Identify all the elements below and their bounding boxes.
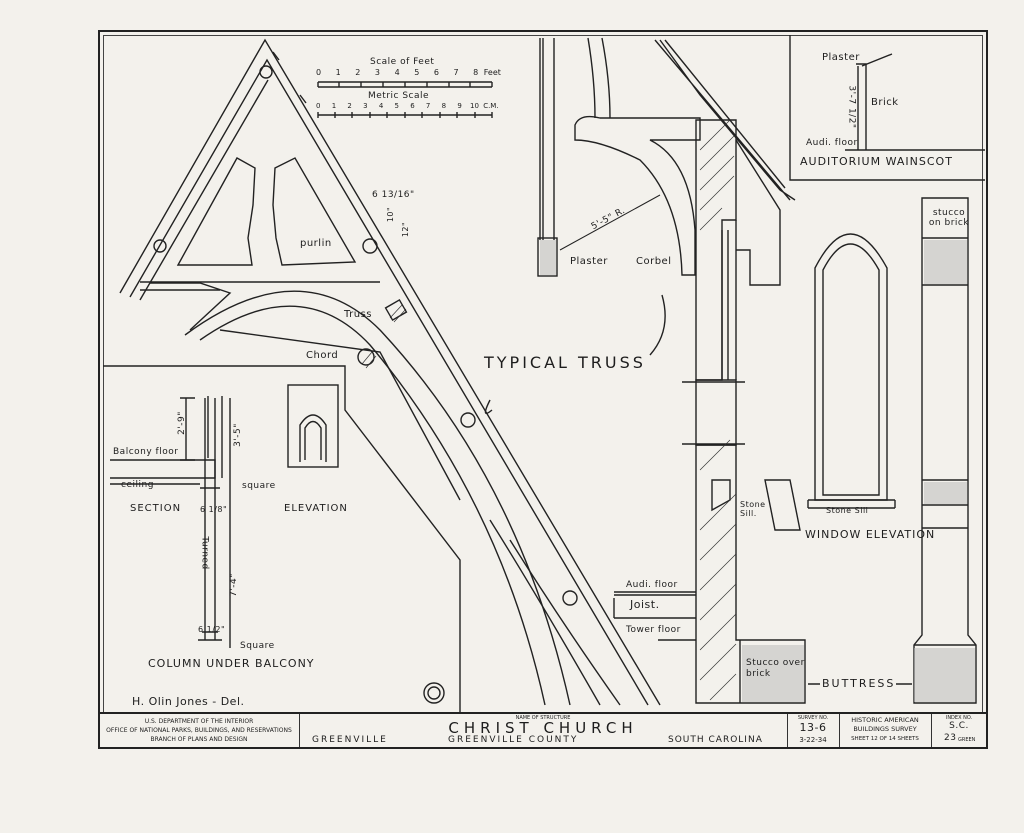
- stone-sill-label: Stone Sill.: [740, 500, 766, 518]
- section-title: Section: [130, 503, 182, 514]
- dim-label: 10": [386, 206, 396, 223]
- arch-chord-outer: [184, 290, 571, 706]
- stucco-band-upper: [924, 240, 967, 284]
- dim-label: 12": [401, 221, 411, 238]
- title-block: U.S. Department of the Interior Office o…: [98, 712, 988, 749]
- stucco-over-brick-label: Stucco over brick: [746, 658, 805, 679]
- index-no-label: Index No.: [945, 715, 973, 721]
- wainscot-section: [845, 53, 985, 151]
- survey-cell: Survey No. 13-6 3-22-34: [788, 714, 840, 747]
- wall-upper: [695, 119, 737, 381]
- structure-name: Christ Church: [448, 719, 638, 737]
- name-of-structure-label: Name of Structure: [515, 715, 571, 721]
- habs-line: Buildings Survey: [853, 725, 917, 733]
- wainscot-brick-label: Brick: [871, 97, 899, 108]
- dim-label: 6 13/16": [372, 190, 415, 200]
- agency-line: Office of National Parks, Buildings, and…: [106, 727, 292, 734]
- agency-cell: U.S. Department of the Interior Office o…: [100, 714, 300, 747]
- survey-no-label: Survey No.: [797, 715, 829, 721]
- audi-floor-label: Audi. floor: [626, 580, 678, 590]
- truss-rafter-outer: [119, 38, 661, 706]
- chord-label: Chord: [306, 350, 339, 361]
- balcony-floor: [110, 459, 216, 479]
- tower-floor-label: Tower floor: [626, 625, 681, 635]
- arch-chord-inner: [199, 305, 546, 706]
- wainscot-plaster-label: Plaster: [822, 52, 860, 63]
- buttress-label: Buttress: [822, 677, 896, 690]
- dim-label: 6 1/8": [200, 505, 228, 514]
- metric-scale-title: Metric Scale: [368, 91, 430, 101]
- metric-scale-bar: [317, 112, 493, 118]
- index-cell: Index No. S.C. 23 Green: [932, 714, 986, 747]
- truss-panel-right: [272, 157, 357, 266]
- typical-truss-title: Typical Truss: [484, 353, 646, 372]
- tick: 4: [394, 68, 400, 77]
- agency-line: Branch of Plans and Design: [150, 736, 248, 743]
- habs-line: Historic American: [851, 716, 919, 724]
- tick: 8: [473, 68, 479, 77]
- window-elevation-title: Window Elevation: [805, 528, 936, 541]
- ceiling-label: ceiling: [121, 480, 154, 490]
- delineator-signature: H. Olin Jones - Del.: [132, 695, 245, 708]
- dim-label: 3'-5": [232, 423, 243, 447]
- city: Greenville: [312, 735, 388, 745]
- index-state: S.C.: [949, 721, 969, 731]
- index-no: 23: [944, 733, 957, 743]
- wall-lower: [695, 444, 806, 704]
- tick: 6: [433, 68, 439, 77]
- stucco-on-brick-label: stucco on brick: [928, 208, 970, 228]
- auditorium-wainscot-title: Auditorium Wainscot: [800, 155, 953, 168]
- window-elevation-outer: [814, 233, 888, 501]
- corbel: [574, 115, 701, 276]
- feet-unit: Feet: [483, 68, 501, 77]
- corbel-label: Corbel: [636, 256, 672, 267]
- stone-sill: [764, 479, 801, 531]
- turned-label: Turned: [199, 536, 210, 570]
- agency-line: U.S. Department of the Interior: [144, 718, 254, 725]
- balcony-floor-label: Balcony floor: [113, 447, 179, 457]
- feet-scale-title: Scale of Feet: [370, 57, 435, 67]
- dim-label: 6 1/2": [198, 625, 226, 634]
- purlin-label: purlin: [300, 238, 332, 249]
- dim-label: 2'-9": [176, 411, 187, 435]
- metric-scale-ticks: 0 1 2 3 4 5 6 7 8 9 10 C.M.: [316, 102, 499, 110]
- tick: 3: [374, 68, 381, 77]
- tick: 0: [316, 68, 322, 77]
- tick: 2: [355, 68, 361, 77]
- plaster-label: Plaster: [570, 256, 608, 267]
- wainscot-floor-label: Audi. floor: [806, 138, 858, 148]
- feet-scale-ticks: 0 1 2 3 4 5 6 7 8 Feet: [316, 68, 501, 77]
- plaster-pendant: [537, 237, 558, 277]
- structure-cell: Name of Structure Christ Church Greenvil…: [300, 714, 788, 747]
- elevation-title: Elevation: [284, 503, 348, 514]
- tick: 5: [414, 68, 420, 77]
- column-under-balcony-title: Column Under Balcony: [148, 657, 315, 670]
- square-top-label: square: [242, 481, 276, 491]
- window-stone-sill-label: Stone Sill: [826, 506, 869, 515]
- survey-no: 13-6: [799, 721, 827, 734]
- elevation-window-frame: [287, 384, 339, 468]
- tick: 1: [335, 68, 341, 77]
- metric-unit: C.M.: [483, 102, 499, 110]
- survey-date: 3-22-34: [799, 736, 827, 744]
- sheet-number: Sheet 12 of 14 sheets: [851, 736, 919, 742]
- feet-scale-bar: [317, 81, 493, 88]
- wainscot-dim-label: 3'-7 1/2": [846, 85, 857, 129]
- truss-rafter-inner: [129, 58, 649, 706]
- truss-panel-left: [176, 157, 256, 266]
- joist-label: Joist.: [630, 598, 660, 611]
- dim-label: 7'-4": [228, 573, 239, 597]
- tick: 7: [453, 68, 459, 77]
- square-bottom-label: Square: [240, 641, 275, 651]
- index-suffix: Green: [958, 737, 976, 743]
- state: South Carolina: [668, 735, 763, 745]
- truss-label: Truss: [344, 309, 373, 320]
- buttress-elevation: [913, 197, 977, 704]
- county: Greenville County: [448, 735, 579, 745]
- habs-cell: Historic American Buildings Survey Sheet…: [840, 714, 932, 747]
